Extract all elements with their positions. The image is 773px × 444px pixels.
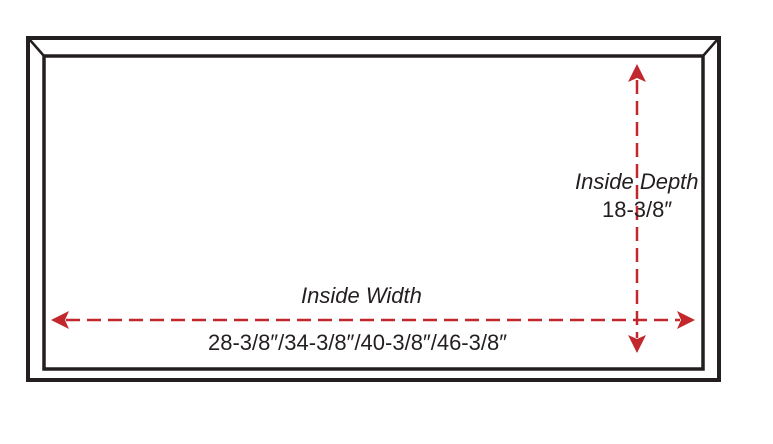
inside-depth-value: 18-3/8″ [602,197,673,222]
depth-arrow-up-icon [628,64,646,82]
miter-top-left [29,39,45,57]
inside-width-label: Inside Width [301,283,422,308]
depth-arrow-down-icon [628,335,646,353]
outer-frame [26,36,721,382]
inner-frame [42,54,705,371]
inside-width-values: 28-3/8″/34-3/8″/40-3/8″/46-3/8″ [208,330,508,355]
miter-top-right [702,39,718,57]
inside-depth-label: Inside Depth [575,169,699,194]
width-arrow-right-icon [677,311,695,329]
width-arrow-left-icon [51,311,69,329]
